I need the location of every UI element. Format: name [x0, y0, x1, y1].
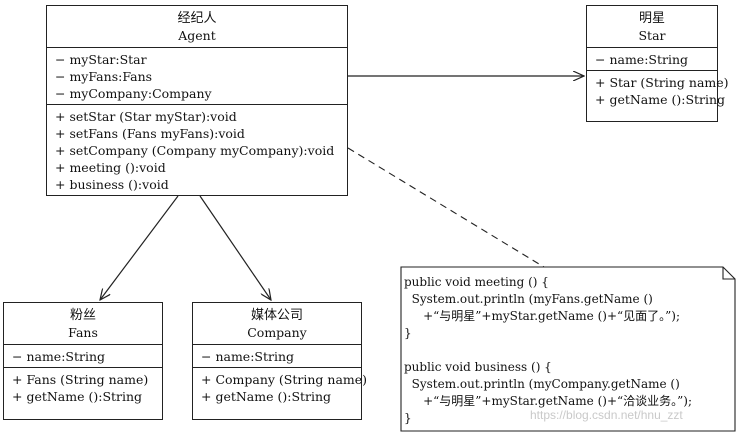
fans-attributes: − name:String	[4, 344, 162, 367]
operation: + meeting ():void	[55, 160, 166, 175]
attribute: − myStar:Star	[55, 52, 147, 67]
fans-class: 粉丝 Fans − name:String + Fans (String nam…	[3, 302, 163, 420]
agent-class-header: 经纪人 Agent	[47, 6, 347, 47]
operation: + setCompany (Company myCompany):void	[55, 143, 335, 158]
operation: + getName ():String	[201, 389, 332, 404]
note-line: }	[404, 326, 412, 340]
association-agent-company	[199, 195, 271, 300]
note-line: +“与明星”+myStar.getName ()+“洽谈业务。”);	[404, 394, 693, 408]
attribute: − name:String	[12, 349, 106, 364]
star-attributes: − name:String	[587, 47, 717, 70]
company-class-name-en: Company	[247, 325, 307, 340]
fans-class-header: 粉丝 Fans	[4, 303, 162, 344]
note-line: System.out.println (myFans.getName ()	[404, 292, 653, 306]
note-line: public void meeting () {	[404, 275, 549, 289]
operation: + getName ():String	[12, 389, 143, 404]
note-anchor-line	[347, 147, 545, 268]
note-line: public void business () {	[404, 360, 552, 374]
operation: + getName ():String	[595, 92, 726, 107]
association-agent-fans	[100, 195, 179, 300]
operation: + business ():void	[55, 177, 169, 192]
note-fold-corner	[722, 267, 735, 280]
note-line: }	[404, 411, 412, 425]
star-operations: + Star (String name) + getName ():String	[587, 70, 729, 110]
company-attributes: − name:String	[193, 344, 361, 367]
operation: + Star (String name)	[595, 75, 729, 90]
operation: + setFans (Fans myFans):void	[55, 126, 245, 141]
attribute: − myFans:Fans	[55, 69, 153, 84]
attribute: − myCompany:Company	[55, 86, 212, 101]
company-class-header: 媒体公司 Company	[193, 303, 361, 344]
agent-operations: + setStar (Star myStar):void + setFans (…	[47, 104, 347, 195]
star-class-header: 明星 Star	[587, 6, 717, 47]
code-note	[400, 266, 736, 432]
agent-class-name-en: Agent	[178, 28, 216, 43]
operation: + Fans (String name)	[12, 372, 149, 387]
fans-class-name-en: Fans	[68, 325, 98, 340]
fans-class-name-cn: 粉丝	[69, 308, 96, 323]
star-class: 明星 Star − name:String + Star (String nam…	[586, 5, 729, 122]
operation: + setStar (Star myStar):void	[55, 109, 237, 124]
fans-operations: + Fans (String name) + getName ():String	[4, 367, 162, 407]
attribute: − name:String	[201, 349, 295, 364]
company-operations: + Company (String name) + getName ():Str…	[193, 367, 368, 407]
operation: + Company (String name)	[201, 372, 368, 387]
star-class-name-en: Star	[638, 28, 666, 43]
note-line: System.out.println (myCompany.getName ()	[404, 377, 680, 391]
company-class-name-cn: 媒体公司	[250, 308, 303, 323]
star-class-name-cn: 明星	[638, 11, 665, 26]
agent-class: 经纪人 Agent − myStar:Star − myFans:Fans − …	[46, 5, 348, 196]
watermark: https://blog.csdn.net/hnu_zzt	[530, 408, 683, 422]
note-line: +“与明星”+myStar.getName ()+“见面了。”);	[404, 309, 681, 323]
attribute: − name:String	[595, 52, 689, 67]
company-class: 媒体公司 Company − name:String + Company (St…	[192, 302, 368, 420]
agent-attributes: − myStar:Star − myFans:Fans − myCompany:…	[47, 47, 347, 104]
agent-class-name-cn: 经纪人	[177, 11, 217, 26]
